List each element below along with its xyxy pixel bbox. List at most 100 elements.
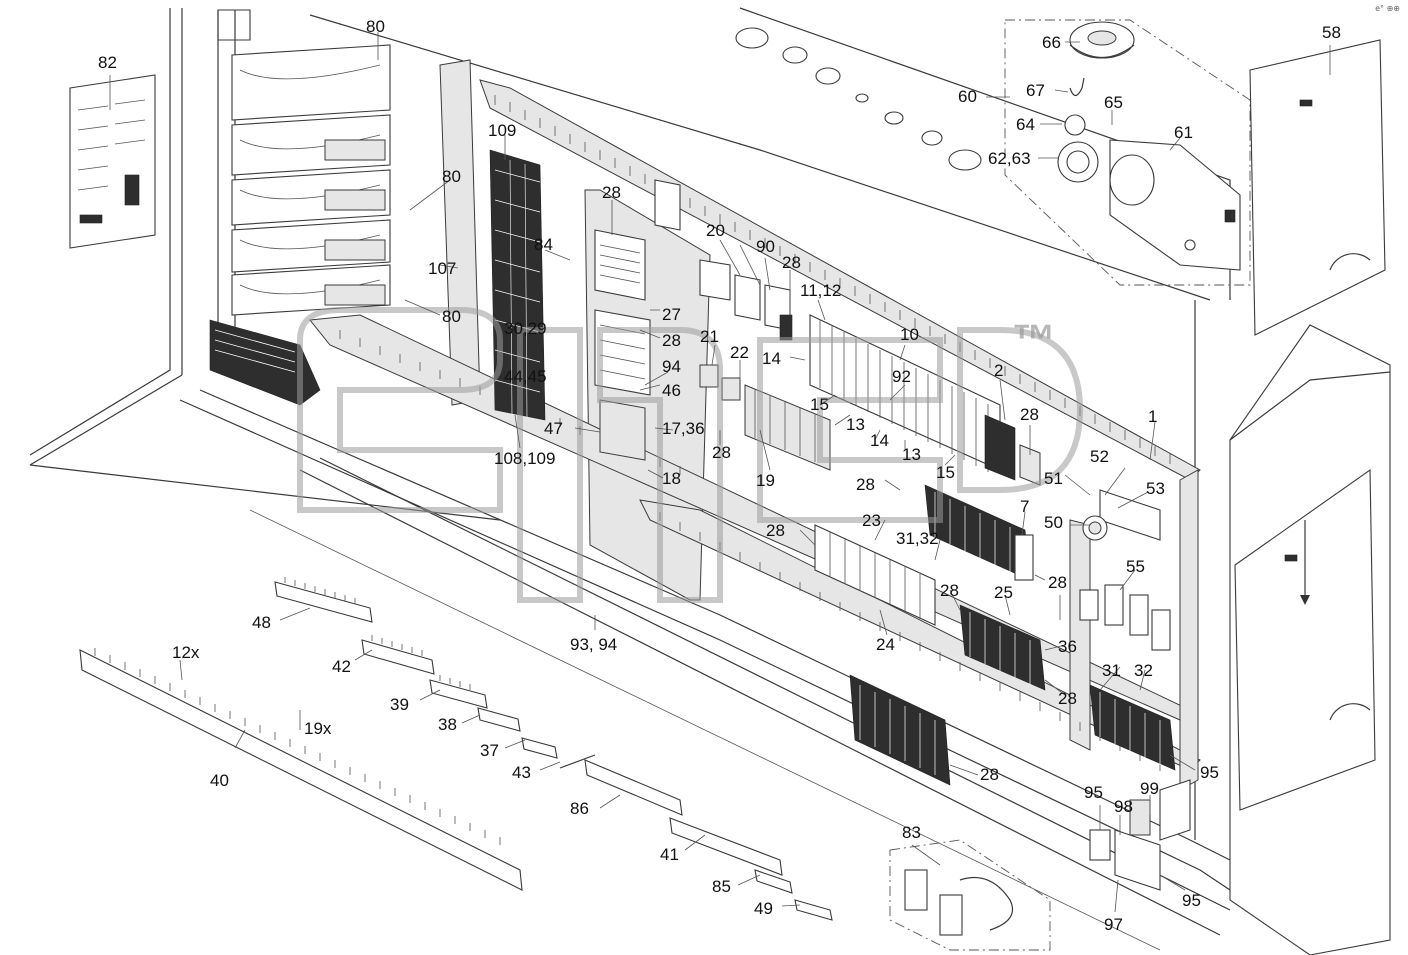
callout-14: 14 bbox=[870, 431, 889, 450]
callout-67: 67 bbox=[1026, 81, 1045, 100]
callout-46: 46 bbox=[662, 381, 681, 400]
callout-66: 66 bbox=[1042, 33, 1061, 52]
callout-21: 21 bbox=[700, 327, 719, 346]
jumper-combs bbox=[79, 577, 833, 921]
callout-39: 39 bbox=[390, 695, 409, 714]
callout-36: 36 bbox=[1058, 637, 1077, 656]
callout-92: 92 bbox=[892, 367, 911, 386]
callout-47: 47 bbox=[544, 419, 563, 438]
callout-49: 49 bbox=[754, 899, 773, 918]
callout-82: 82 bbox=[98, 53, 117, 72]
callout-28: 28 bbox=[602, 183, 621, 202]
callout-80: 80 bbox=[366, 17, 385, 36]
callout-94: 94 bbox=[662, 357, 681, 376]
callout-61: 61 bbox=[1174, 123, 1193, 142]
callout-83: 83 bbox=[902, 823, 921, 842]
callout-28: 28 bbox=[1058, 689, 1077, 708]
callout-97: 97 bbox=[1104, 915, 1123, 934]
callout-28: 28 bbox=[980, 765, 999, 784]
callout-15: 15 bbox=[936, 463, 955, 482]
callout-95: 95 bbox=[1182, 891, 1201, 910]
io-modules bbox=[1079, 584, 1171, 651]
callout-28: 28 bbox=[1020, 405, 1039, 424]
callout-109: 109 bbox=[488, 121, 516, 140]
callout-41: 41 bbox=[660, 845, 679, 864]
watermark-logo: ™ bbox=[297, 307, 1084, 603]
signal-horn-assembly bbox=[1004, 19, 1251, 286]
callout-37: 37 bbox=[480, 741, 499, 760]
callout-25: 25 bbox=[994, 583, 1013, 602]
callout-28: 28 bbox=[766, 521, 785, 540]
callout-31: 31 bbox=[1102, 661, 1121, 680]
leader-lines bbox=[109, 32, 1331, 913]
callout-62-63: 62,63 bbox=[988, 149, 1031, 168]
callout-28: 28 bbox=[940, 581, 959, 600]
callout-1: 1 bbox=[1148, 407, 1157, 426]
callout-13: 13 bbox=[902, 445, 921, 464]
callout-42: 42 bbox=[332, 657, 351, 676]
connector-assembly bbox=[1082, 489, 1161, 541]
callout-30-29: 30,29 bbox=[504, 319, 547, 338]
callout-60: 60 bbox=[958, 87, 977, 106]
trademark-symbol: ™ bbox=[1012, 316, 1056, 365]
corner-mark: e° ⊕⊕ bbox=[1375, 4, 1400, 13]
callout-48: 48 bbox=[252, 613, 271, 632]
callout-44-45: 44,45 bbox=[504, 367, 547, 386]
callout-31-32: 31,32 bbox=[896, 529, 939, 548]
label-sheet bbox=[69, 74, 156, 249]
callout-86: 86 bbox=[570, 799, 589, 818]
callout-50: 50 bbox=[1044, 513, 1063, 532]
callout-64: 64 bbox=[1016, 115, 1035, 134]
callout-7: 7 bbox=[1020, 497, 1029, 516]
callout-28: 28 bbox=[662, 331, 681, 350]
callout-58: 58 bbox=[1322, 23, 1341, 42]
callout-32: 32 bbox=[1134, 661, 1153, 680]
callout-85: 85 bbox=[712, 877, 731, 896]
callout-43: 43 bbox=[512, 763, 531, 782]
callout-95: 95 bbox=[1200, 763, 1219, 782]
callout-10: 10 bbox=[900, 325, 919, 344]
callout-20: 20 bbox=[706, 221, 725, 240]
controller-modules-stack bbox=[209, 44, 391, 406]
callout-40: 40 bbox=[210, 771, 229, 790]
callout-13: 13 bbox=[846, 415, 865, 434]
callout-15: 15 bbox=[810, 395, 829, 414]
terminal-blocks-dark bbox=[814, 484, 1176, 786]
bottom-right-components bbox=[1089, 779, 1191, 891]
callout-27: 27 bbox=[662, 305, 681, 324]
callout-80: 80 bbox=[442, 307, 461, 326]
plug-kit-83 bbox=[889, 839, 1051, 951]
callout-65: 65 bbox=[1104, 93, 1123, 112]
callout-90: 90 bbox=[756, 237, 775, 256]
callout-53: 53 bbox=[1146, 479, 1165, 498]
callout-labels: 82 80 80 80 107 109 108,109 84 28 27 28 … bbox=[98, 17, 1341, 934]
callout-84: 84 bbox=[534, 235, 553, 254]
callout-99: 99 bbox=[1140, 779, 1159, 798]
callout-108-109: 108,109 bbox=[494, 449, 555, 468]
callout-22: 22 bbox=[730, 343, 749, 362]
callout-55: 55 bbox=[1126, 557, 1145, 576]
callout-38: 38 bbox=[438, 715, 457, 734]
callout-28: 28 bbox=[856, 475, 875, 494]
callout-28: 28 bbox=[712, 443, 731, 462]
callout-107: 107 bbox=[428, 259, 456, 278]
callout-95: 95 bbox=[1084, 783, 1103, 802]
callout-28: 28 bbox=[782, 253, 801, 272]
callout-98: 98 bbox=[1114, 797, 1133, 816]
callout-19x: 19x bbox=[304, 719, 332, 738]
callout-17-36: 17,36 bbox=[662, 419, 705, 438]
callout-14: 14 bbox=[762, 349, 781, 368]
callout-51: 51 bbox=[1044, 469, 1063, 488]
callout-19: 19 bbox=[756, 471, 775, 490]
callout-28: 28 bbox=[1048, 573, 1067, 592]
callout-93-94: 93, 94 bbox=[570, 635, 617, 654]
callout-2: 2 bbox=[994, 361, 1003, 380]
callout-52: 52 bbox=[1090, 447, 1109, 466]
terminal-group-19 bbox=[744, 384, 831, 471]
callout-80: 80 bbox=[442, 167, 461, 186]
callout-23: 23 bbox=[862, 511, 881, 530]
cover-panel bbox=[1234, 39, 1386, 811]
breaker-row bbox=[809, 314, 1041, 486]
